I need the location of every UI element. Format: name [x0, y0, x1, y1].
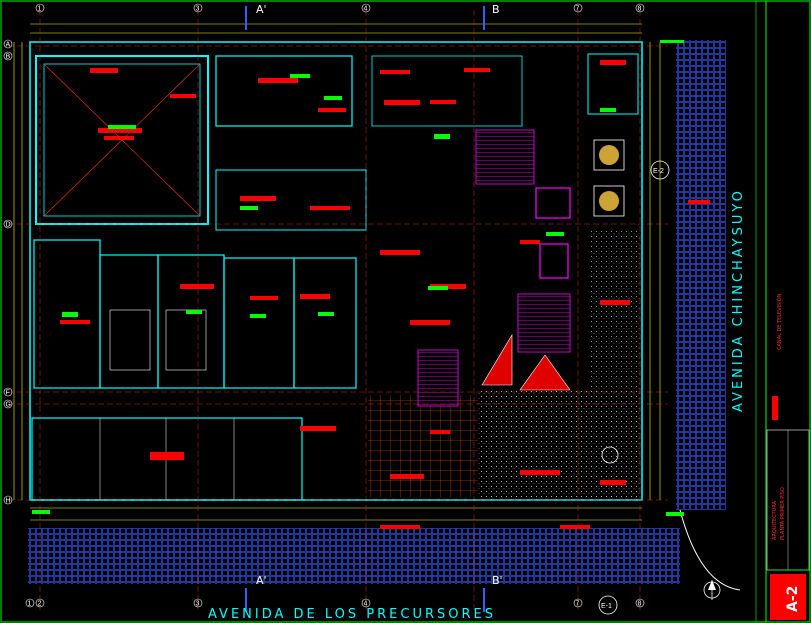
grid-col-label-8-bottom: 8 [638, 601, 642, 608]
street-label-bottom: AVENIDA DE LOS PRECURSORES [208, 607, 496, 622]
grid-row-label-a: A [6, 42, 11, 49]
grid-col-label-2-bottom: 2 [38, 601, 42, 608]
title-block-sheet-name: PLANTA PRIMER PISO [780, 487, 786, 540]
grid-col-label-3-bottom: 3 [196, 601, 200, 608]
title-block-project: CANAL DE TELEVISION [777, 293, 783, 350]
grid-row-label-g: G [6, 402, 11, 409]
grid-col-label-1-bottom: 1 [28, 601, 32, 608]
sheet-number: A-2 [785, 586, 801, 612]
studio-room [35, 55, 209, 225]
highlight-blocks [32, 40, 684, 516]
grid-col-label-8: 8 [638, 6, 642, 13]
grid-row-label-b: B [6, 54, 11, 61]
grid-col-label-4: 4 [364, 6, 368, 13]
title-block: CANAL DE TELEVISION ARQUITECTURA PLANTA … [766, 293, 810, 620]
elevation-marker-right: E-2 [650, 160, 670, 180]
section-label-a-bottom: A' [256, 574, 267, 587]
grid-col-label-1: 1 [38, 6, 42, 13]
corner-curve [679, 509, 741, 591]
section-label-b-bottom: B' [492, 574, 503, 587]
elevation-label-e1: E-1 [601, 603, 612, 610]
grid-row-label-h: H [6, 498, 11, 505]
top-rooms [215, 55, 353, 127]
section-label-a-top: A' [256, 3, 267, 16]
grid-col-label-7: 7 [576, 6, 580, 13]
street-label-right: AVENIDA CHINCHAYSUYO [731, 188, 746, 412]
dimension-lines [13, 23, 661, 521]
north-arrow-icon [703, 580, 721, 600]
stair-1 [475, 129, 535, 185]
grid-col-label-7-bottom: 7 [576, 601, 580, 608]
elevation-marker-bottom: E-1 [598, 595, 618, 615]
annotation-blocks [60, 60, 786, 600]
section-label-b-top: B [492, 3, 500, 16]
grid-row-label-d: D [6, 222, 11, 229]
grid-bubbles [3, 3, 645, 608]
title-block-discipline: ARQUITECTURA [772, 500, 778, 540]
grid-col-label-3: 3 [196, 6, 200, 13]
ramp-triangle [481, 333, 513, 386]
bottom-hall [31, 417, 303, 501]
sidewalk-bottom [28, 528, 680, 584]
grid-row-label-f: F [6, 390, 10, 397]
sidewalk-right [676, 40, 726, 510]
elevation-label-e2: E-2 [653, 168, 664, 175]
grid-col-label-4-bottom: 4 [364, 601, 368, 608]
lobby-tiles [368, 395, 478, 497]
